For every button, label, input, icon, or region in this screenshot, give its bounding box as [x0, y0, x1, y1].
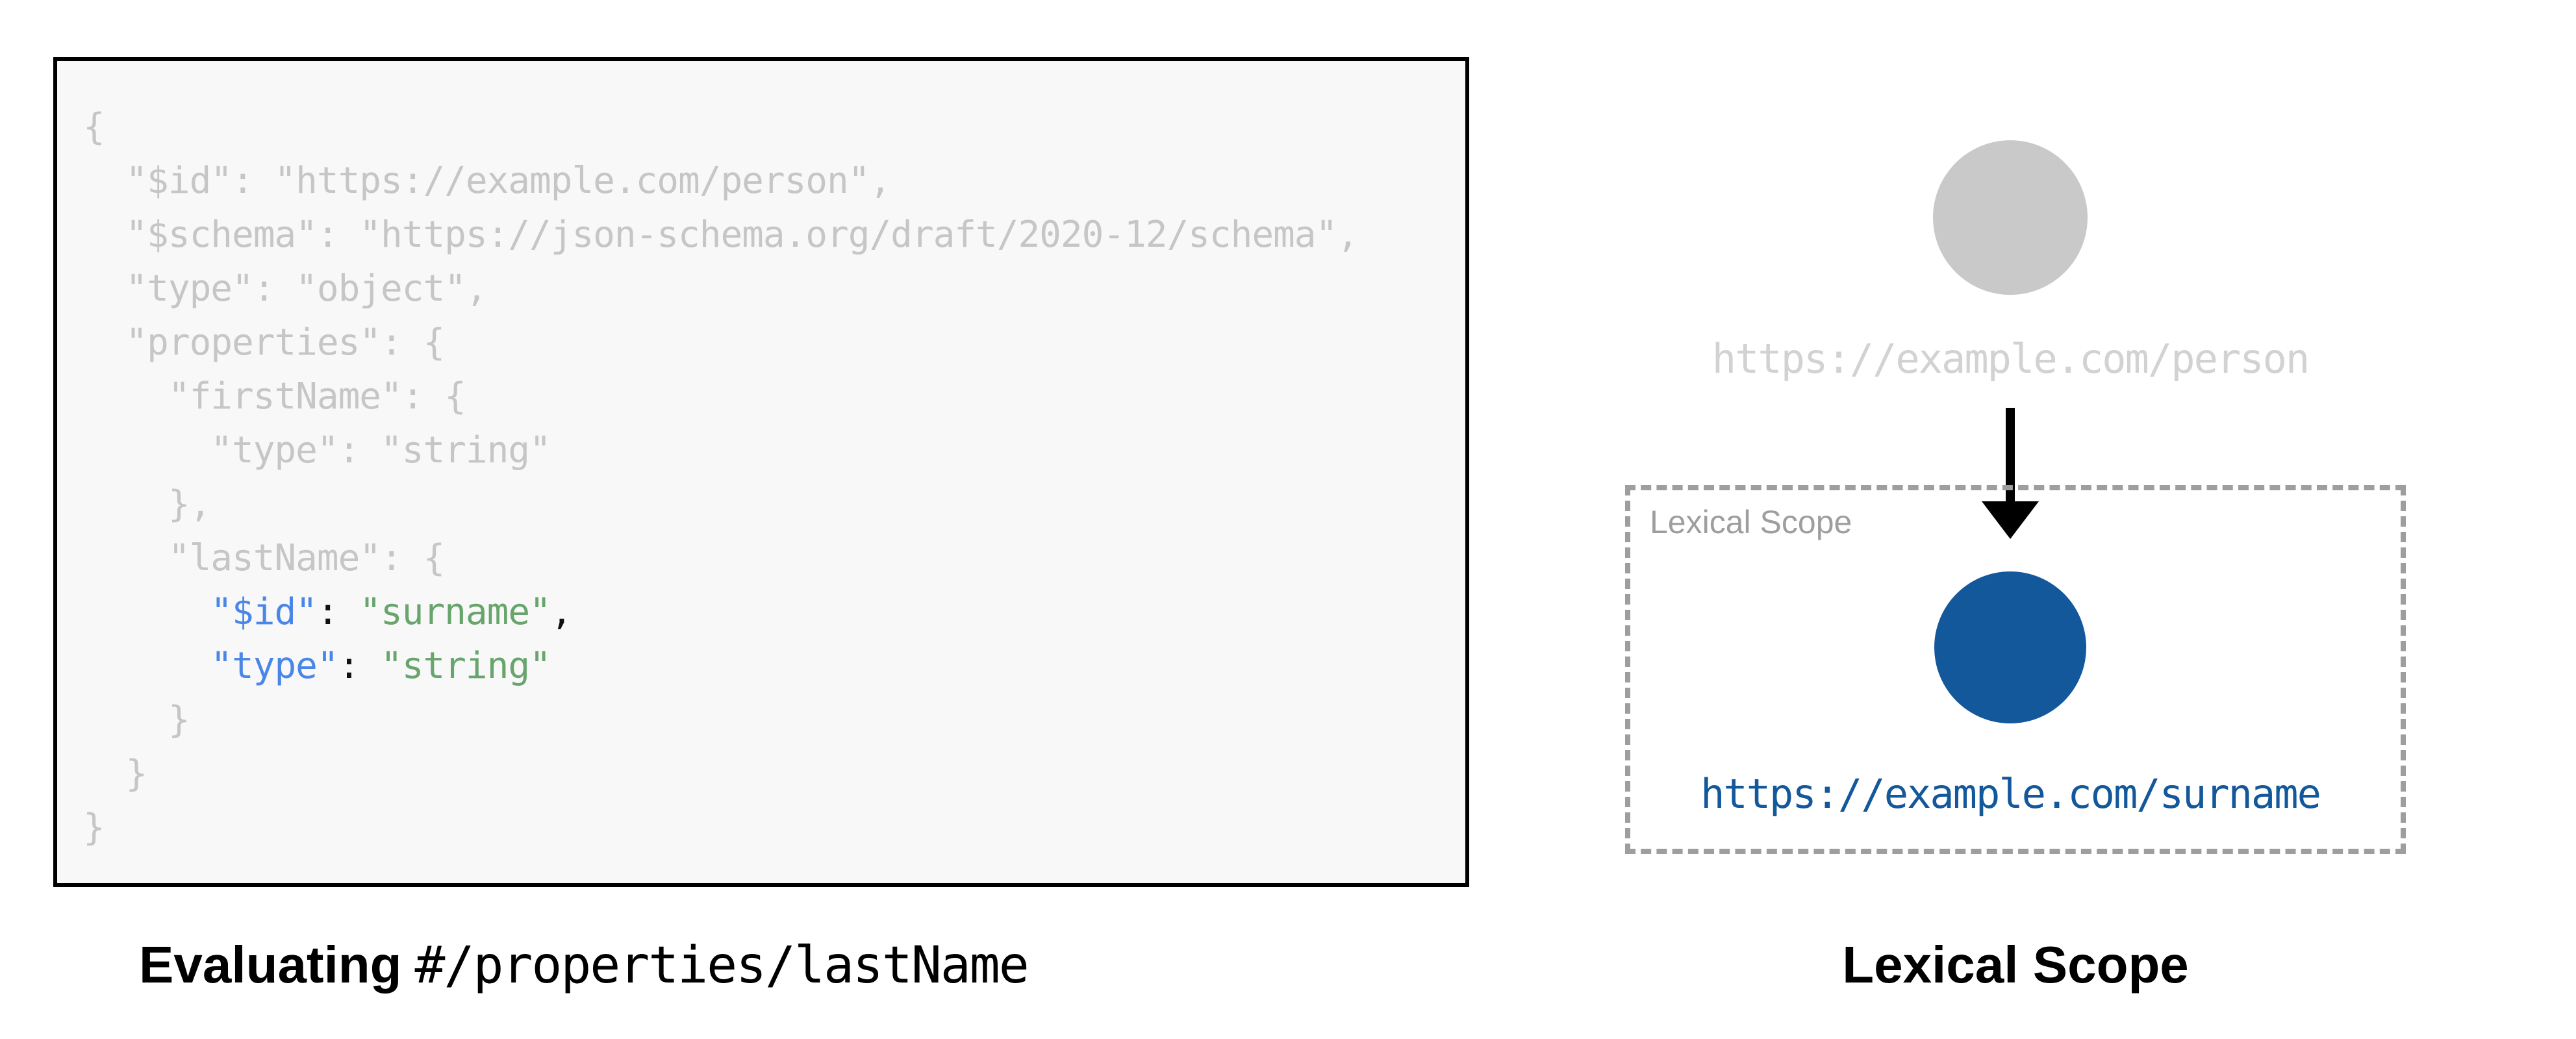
code-line: {	[83, 100, 1465, 154]
code-token: "$schema": "https://json-schema.org/draf…	[83, 214, 1358, 256]
code-token: "string"	[381, 645, 551, 687]
code-token: ,	[550, 591, 573, 633]
left-caption: Evaluating#/properties/lastName	[139, 935, 1029, 995]
json-code: { "$id": "https://example.com/person", "…	[57, 61, 1465, 855]
parent-schema-node	[1933, 140, 2088, 295]
code-token: "properties": {	[83, 321, 445, 364]
code-line: "$id": "https://example.com/person",	[83, 154, 1465, 208]
code-line: "$schema": "https://json-schema.org/draf…	[83, 208, 1465, 262]
code-token: }	[83, 807, 105, 849]
parent-uri: https://example.com/person	[1711, 335, 2310, 382]
code-line: "firstName": {	[83, 369, 1465, 423]
code-token: }	[83, 753, 147, 795]
code-token: "lastName": {	[83, 537, 445, 579]
left-caption-word: Evaluating	[139, 936, 402, 994]
code-line: "$id": "surname",	[83, 585, 1465, 639]
right-caption: Lexical Scope	[1842, 936, 2189, 994]
code-token: "surname"	[359, 591, 551, 633]
code-token: "type": "string"	[83, 429, 551, 471]
code-token: "type"	[210, 645, 338, 687]
code-line: "type": "object",	[83, 262, 1465, 316]
code-token: "firstName": {	[83, 375, 466, 418]
arrow-down-icon	[2006, 408, 2015, 507]
json-pointer: #/properties/lastName	[414, 936, 1029, 995]
code-token: "$id"	[210, 591, 318, 633]
code-line: }	[83, 747, 1465, 801]
lexical-scope-box-label: Lexical Scope	[1650, 504, 1852, 540]
child-schema-node	[1934, 571, 2086, 723]
child-uri: https://example.com/surname	[1700, 770, 2321, 818]
code-token: "type": "object",	[83, 268, 487, 310]
code-token: :	[316, 591, 360, 633]
code-line: }	[83, 693, 1465, 747]
code-token	[83, 591, 210, 633]
code-token: }	[83, 699, 190, 741]
code-token: "$id": "https://example.com/person",	[83, 160, 891, 202]
code-line: "type": "string"	[83, 423, 1465, 477]
code-line: }	[83, 801, 1465, 855]
code-line: "properties": {	[83, 316, 1465, 369]
arrow-head-icon	[1982, 501, 2039, 539]
code-token: },	[83, 483, 211, 525]
code-token	[83, 645, 210, 687]
code-line: },	[83, 477, 1465, 531]
code-line: "lastName": {	[83, 531, 1465, 585]
code-token: :	[338, 645, 381, 687]
code-token: {	[83, 106, 105, 148]
json-schema-panel: { "$id": "https://example.com/person", "…	[53, 57, 1469, 887]
lexical-scope-box: Lexical Scope	[1625, 485, 2406, 854]
code-line: "type": "string"	[83, 639, 1465, 693]
